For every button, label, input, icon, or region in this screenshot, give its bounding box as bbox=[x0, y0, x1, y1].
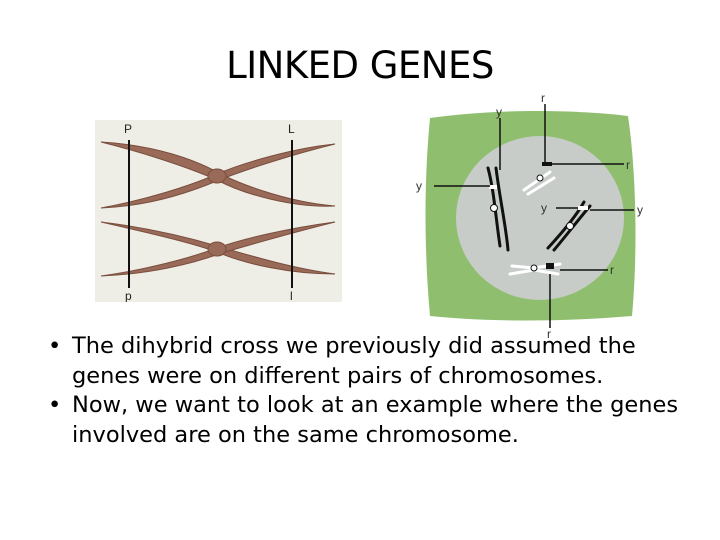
gene-label-P: P bbox=[124, 122, 132, 136]
bullet-dot: • bbox=[48, 332, 61, 362]
label-y-right: y bbox=[637, 203, 643, 217]
chromosome-crossover-figure: P L p l bbox=[95, 120, 342, 302]
centromere-bottom bbox=[531, 265, 537, 271]
cell-chromosome-figure: y r r y y y r r bbox=[400, 90, 660, 340]
centromere-top bbox=[537, 175, 543, 181]
bullet-text: The dihybrid cross we previously did ass… bbox=[72, 333, 636, 389]
locus-marker-top bbox=[542, 162, 552, 166]
bullet-item: • Now, we want to look at an example whe… bbox=[48, 391, 688, 450]
locus-marker-center bbox=[578, 206, 588, 210]
label-y-top: y bbox=[496, 105, 502, 119]
bullet-dot: • bbox=[48, 391, 61, 421]
label-r-right-lower: r bbox=[610, 263, 614, 277]
locus-marker-bottom bbox=[546, 263, 554, 269]
centromere-center bbox=[567, 223, 574, 230]
nucleus bbox=[456, 136, 624, 300]
gene-label-l: l bbox=[290, 289, 293, 302]
locus-marker-left bbox=[489, 185, 497, 189]
label-y-left: y bbox=[416, 179, 422, 193]
gene-label-L: L bbox=[288, 122, 295, 136]
label-r-top: r bbox=[541, 91, 545, 105]
label-r-right-upper: r bbox=[626, 158, 630, 172]
label-y-center: y bbox=[541, 201, 547, 215]
bullet-item: • The dihybrid cross we previously did a… bbox=[48, 332, 688, 391]
bullet-text: Now, we want to look at an example where… bbox=[72, 392, 678, 448]
slide-title: LINKED GENES bbox=[0, 44, 720, 87]
bullet-list: • The dihybrid cross we previously did a… bbox=[48, 332, 688, 450]
centromere-left bbox=[491, 205, 498, 212]
gene-label-p: p bbox=[125, 289, 132, 302]
